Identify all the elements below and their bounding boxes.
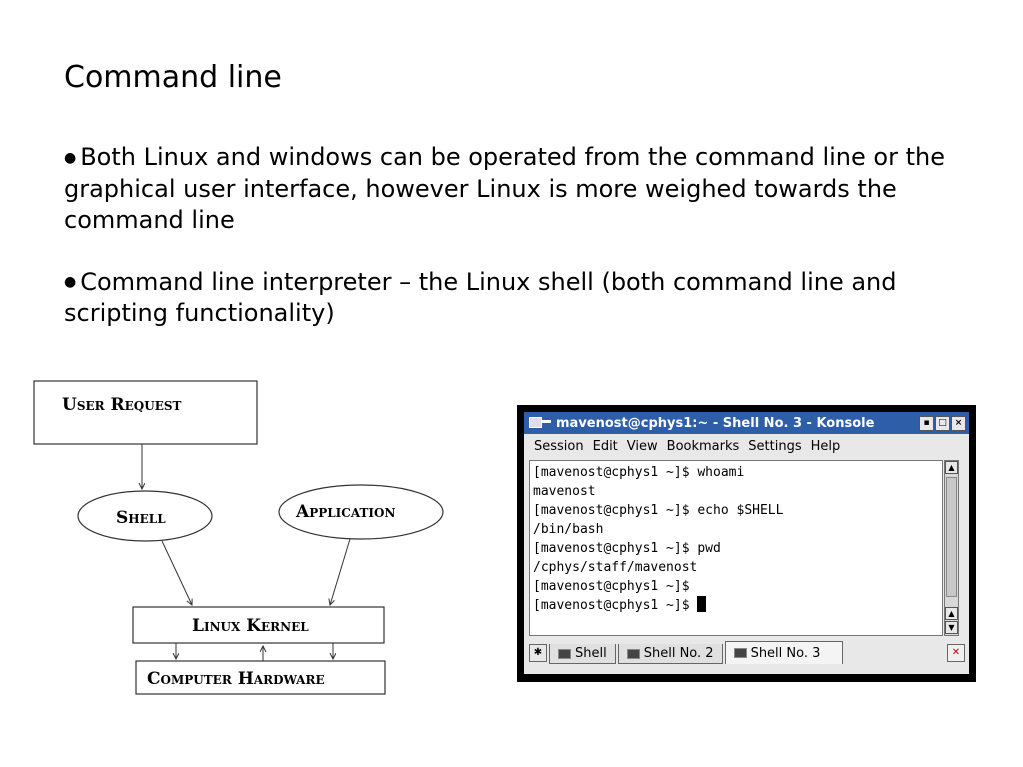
konsole-window: mavenost@cphys1:~ - Shell No. 3 - Konsol… [517, 405, 976, 682]
menu-help[interactable]: Help [810, 438, 841, 454]
new-session-icon[interactable]: ✱ [529, 644, 547, 662]
terminal-line: [mavenost@cphys1 ~]$ echo $SHELL [533, 503, 784, 518]
menu-view[interactable]: View [626, 438, 658, 454]
application-label: Application [295, 502, 395, 522]
terminal-output[interactable]: [mavenost@cphys1 ~]$ whoami mavenost [ma… [529, 460, 943, 636]
scroll-down-arrow-icon[interactable]: ▼ [945, 621, 958, 634]
minimize-icon[interactable]: ▪ [919, 415, 934, 431]
user-request-box [33, 380, 258, 445]
terminal-line: /cphys/staff/mavenost [533, 560, 698, 575]
application-to-kernel-arrow [330, 538, 351, 605]
window-title: mavenost@cphys1:~ - Shell No. 3 - Konsol… [556, 415, 875, 431]
scroll-up-arrow-icon[interactable]: ▲ [945, 461, 958, 474]
tab-shell[interactable]: Shell [549, 644, 616, 664]
menu-bar: Session Edit View Bookmarks Settings Hel… [524, 435, 969, 457]
shell-diagram: User Request Shell Application Linux Ker… [33, 380, 444, 695]
terminal-line: [mavenost@cphys1 ~]$ [533, 579, 690, 594]
application-ellipse [278, 484, 444, 540]
tab-label: Shell No. 2 [643, 646, 714, 661]
terminal-icon [733, 648, 747, 658]
bullet-item: ●Both Linux and windows can be operated … [64, 142, 964, 236]
terminal-icon [558, 648, 571, 659]
konsole-app-icon[interactable] [528, 416, 552, 430]
tab-shell-3[interactable]: Shell No. 3 [724, 641, 844, 664]
terminal-line: /bin/bash [533, 522, 604, 537]
bullet-text: Both Linux and windows can be operated f… [64, 143, 945, 234]
bullet-dot-icon: ● [64, 149, 77, 166]
terminal-line: mavenost [533, 484, 596, 499]
menu-bookmarks[interactable]: Bookmarks [666, 438, 740, 454]
close-icon[interactable]: × [951, 415, 966, 431]
shell-to-kernel-arrow [161, 540, 192, 605]
terminal-prompt: [mavenost@cphys1 ~]$ [533, 598, 698, 613]
computer-hardware-box [135, 660, 386, 695]
close-session-icon[interactable]: ✕ [947, 644, 965, 662]
linux-kernel-box [132, 606, 385, 644]
maximize-icon[interactable]: □ [935, 415, 950, 431]
menu-settings[interactable]: Settings [748, 438, 802, 454]
linux-kernel-label: Linux Kernel [192, 616, 309, 636]
bullet-item: ●Command line interpreter – the Linux sh… [64, 267, 964, 330]
window-titlebar[interactable]: mavenost@cphys1:~ - Shell No. 3 - Konsol… [524, 412, 969, 434]
shell-ellipse [77, 490, 213, 542]
terminal-icon [626, 648, 640, 659]
user-request-label: User Request [62, 395, 182, 415]
bullet-list: ●Both Linux and windows can be operated … [64, 142, 964, 360]
terminal-line: [mavenost@cphys1 ~]$ pwd [533, 541, 721, 556]
terminal-line: [mavenost@cphys1 ~]$ whoami [533, 465, 745, 480]
tab-shell-2[interactable]: Shell No. 2 [617, 644, 723, 664]
terminal-scrollbar[interactable]: ▲ ▲ ▼ [944, 460, 959, 636]
slide-title: Command line [64, 60, 282, 95]
menu-session[interactable]: Session [534, 438, 584, 454]
tab-label: Shell No. 3 [750, 645, 821, 661]
shell-label: Shell [116, 508, 166, 528]
text-cursor [697, 596, 707, 612]
session-tab-bar: ✱ Shell Shell No. 2 Shell No. 3 ✕ [524, 640, 969, 664]
terminal-prompt-line: [mavenost@cphys1 ~]$ [533, 596, 942, 615]
tab-label: Shell [575, 646, 607, 661]
bullet-dot-icon: ● [64, 274, 77, 290]
scrollbar-thumb[interactable] [946, 477, 957, 597]
bullet-text: Command line interpreter – the Linux she… [64, 267, 897, 328]
menu-edit[interactable]: Edit [592, 438, 618, 454]
scroll-up-arrow-icon[interactable]: ▲ [945, 607, 958, 620]
computer-hardware-label: Computer Hardware [147, 669, 325, 689]
